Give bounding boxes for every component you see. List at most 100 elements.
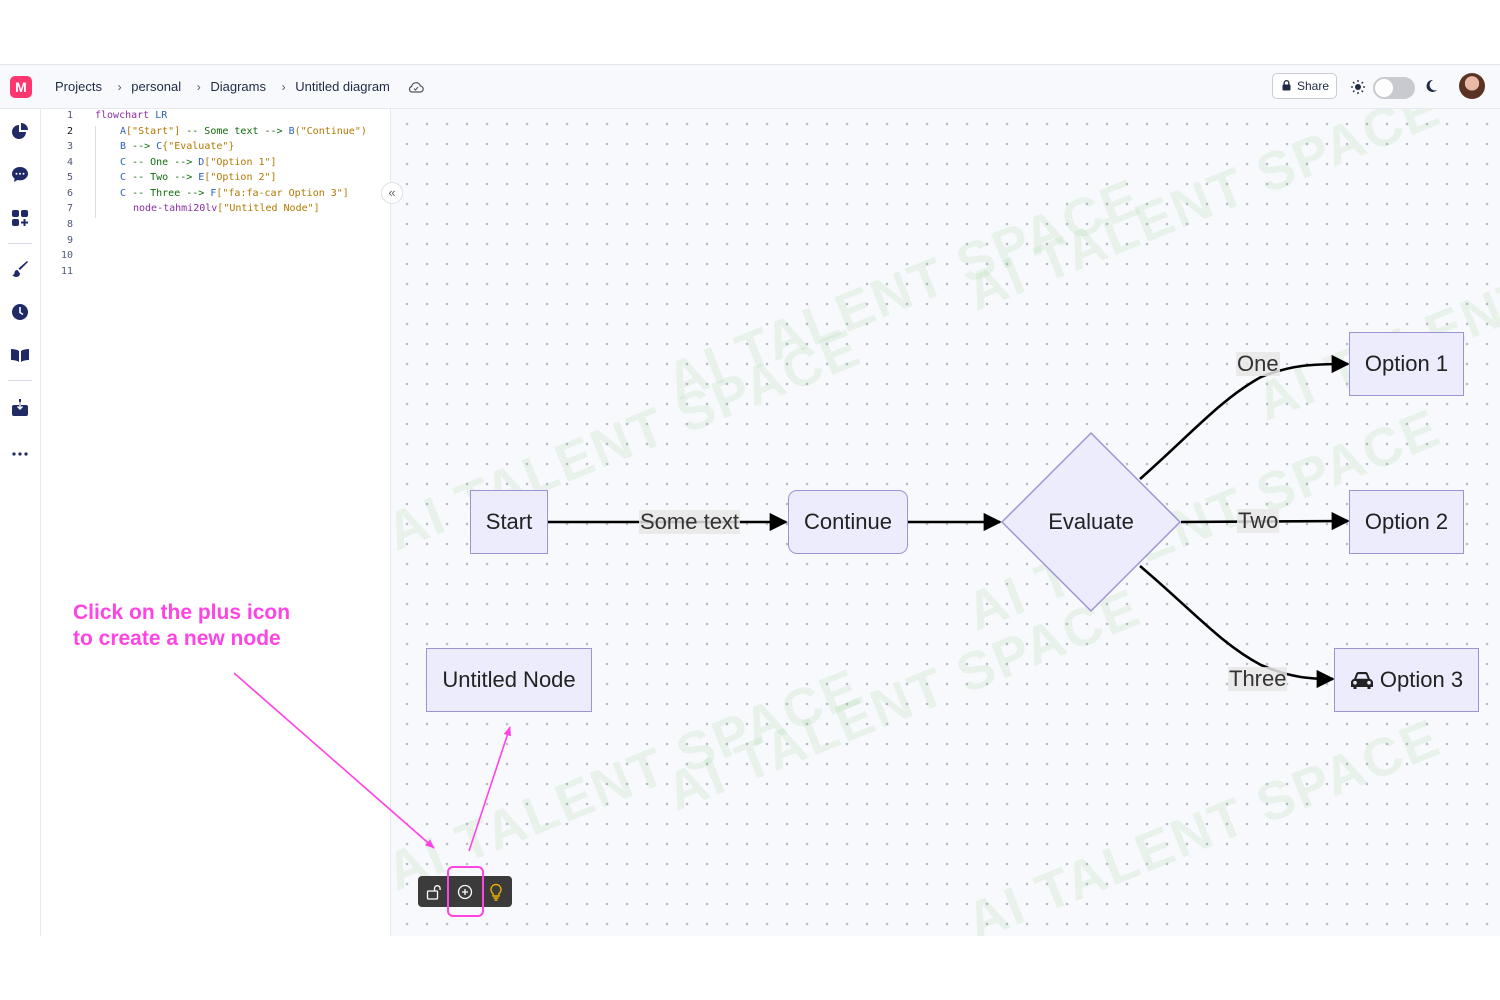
code-token: ["Option 1"]	[204, 157, 277, 168]
node-evaluate-label: Evaluate	[1048, 509, 1134, 534]
breadcrumb-diagrams[interactable]: Diagrams	[210, 79, 266, 94]
plus-circle-icon	[457, 884, 472, 899]
code-token: C	[120, 172, 127, 183]
code-token: E	[198, 172, 205, 183]
edge-label-one[interactable]: One	[1236, 351, 1280, 376]
pie-chart-icon[interactable]	[10, 122, 30, 142]
share-label: Share	[1297, 79, 1330, 93]
breadcrumb-projects[interactable]: Projects	[55, 79, 102, 94]
line-number: 9	[66, 235, 73, 246]
annotation-line-1: Click on the plus icon	[73, 601, 291, 624]
node-untitled[interactable]: Untitled Node	[426, 648, 592, 712]
code-token: C	[120, 188, 127, 199]
code-token: -- Three -->	[126, 188, 211, 199]
toggle-knob	[1375, 79, 1393, 97]
code-token: flowchart	[95, 110, 150, 121]
line-number: 6	[66, 188, 73, 199]
code-line-3: B --> C{"Evaluate"}	[120, 141, 234, 152]
line-number: 2	[66, 126, 73, 137]
clock-icon[interactable]	[10, 302, 30, 322]
diagram-canvas[interactable]: AI TALENT SPACE AI TALENT SPACE AI TALEN…	[391, 109, 1500, 936]
car-icon	[1350, 672, 1373, 689]
add-node-button[interactable]	[449, 876, 480, 907]
code-token: -->	[126, 141, 157, 152]
code-token: -- Two -->	[126, 172, 199, 183]
code-line-1: flowchart LR	[95, 110, 167, 121]
avatar[interactable]	[1459, 73, 1485, 99]
annotation-line-2: to create a new node	[73, 627, 281, 650]
edge-label-three[interactable]: Three	[1228, 666, 1288, 691]
highlight-box	[447, 866, 484, 917]
code-token: F	[210, 188, 217, 199]
node-option-2[interactable]: Option 2	[1349, 490, 1464, 554]
code-token: ("Continue")	[294, 126, 367, 137]
code-token: ["Start"]	[126, 126, 181, 137]
breadcrumb-personal[interactable]: personal	[131, 79, 182, 94]
book-icon[interactable]	[10, 345, 30, 365]
line-number: 10	[60, 250, 73, 261]
code-token: node-tahmi20lv	[133, 203, 218, 214]
cloud-sync-icon	[408, 81, 424, 96]
code-line-7: node-tahmi20lv["Untitled Node"]	[133, 203, 320, 214]
edge-evaluate-option3[interactable]	[1139, 565, 1335, 689]
line-number: 3	[66, 141, 73, 152]
edge-label-some-text[interactable]: Some text	[639, 509, 741, 534]
code-token: ["Untitled Node"]	[217, 203, 320, 214]
code-token: ["fa:fa-car Option 3"]	[216, 188, 349, 199]
sun-icon	[1351, 80, 1365, 94]
diagram-edges	[548, 354, 1350, 689]
mermaid-logo-icon[interactable]: M	[10, 76, 32, 98]
code-token: C	[156, 141, 163, 152]
suggestion-button[interactable]	[480, 876, 511, 907]
code-line-5: C -- Two --> E["Option 2"]	[120, 172, 277, 183]
node-start[interactable]: Start	[470, 490, 548, 554]
code-token: C	[120, 157, 127, 168]
more-icon[interactable]	[10, 444, 30, 464]
code-token: A	[120, 126, 127, 137]
code-token: -- Some text -->	[180, 126, 289, 137]
code-token: {"Evaluate"}	[162, 141, 235, 152]
node-continue[interactable]: Continue	[788, 490, 908, 554]
code-token: -- One -->	[126, 157, 199, 168]
code-token: B	[120, 141, 127, 152]
download-icon[interactable]	[10, 398, 30, 418]
lock-icon	[1282, 80, 1291, 91]
chevron-right-icon: ›	[281, 80, 286, 94]
sidebar-divider	[8, 380, 32, 381]
chevron-right-icon: ›	[196, 80, 201, 94]
code-token: ["Option 2"]	[204, 172, 277, 183]
node-evaluate-shape[interactable]	[1000, 431, 1182, 613]
code-token: LR	[149, 110, 168, 121]
tutorial-annotation: Click on the plus icon to create a new n…	[73, 600, 290, 652]
line-number: 7	[66, 203, 73, 214]
line-number: 5	[66, 172, 73, 183]
sidebar-divider	[8, 243, 32, 244]
edge-label-two[interactable]: Two	[1237, 508, 1280, 533]
line-number: 11	[60, 266, 73, 277]
chevron-right-icon: ›	[117, 80, 122, 94]
code-token: B	[288, 126, 295, 137]
sidebar	[0, 109, 41, 936]
apps-icon[interactable]	[10, 208, 30, 228]
edge-evaluate-option1[interactable]	[1139, 354, 1350, 480]
moon-icon	[1426, 79, 1437, 92]
share-button[interactable]: Share	[1272, 73, 1337, 99]
node-option-3-label: Option 3	[1379, 667, 1464, 692]
code-line-4: C -- One --> D["Option 1"]	[120, 157, 277, 168]
chat-icon[interactable]	[10, 165, 30, 185]
unlock-button[interactable]	[418, 876, 449, 907]
double-chevron-left-icon[interactable]: «	[381, 182, 403, 204]
code-line-2: A["Start"] -- Some text --> B("Continue"…	[120, 126, 367, 137]
breadcrumb-diagram-title[interactable]: Untitled diagram	[295, 79, 390, 94]
top-bar: M Projects › personal › Diagrams › Untit…	[0, 65, 1500, 109]
line-number: 8	[66, 219, 73, 230]
breadcrumb: Projects › personal › Diagrams › Untitle…	[55, 79, 424, 96]
app-window: M Projects › personal › Diagrams › Untit…	[0, 64, 1500, 936]
code-editor[interactable]: 1 2 3 4 5 6 7 8 9 10 11 flowchart LR A["…	[41, 109, 391, 936]
brush-icon[interactable]	[10, 259, 30, 279]
unlock-icon	[426, 884, 441, 900]
indent-guide	[95, 126, 96, 218]
node-option-3[interactable]: Option 3	[1334, 648, 1479, 712]
node-option-1[interactable]: Option 1	[1349, 332, 1464, 396]
theme-toggle[interactable]	[1373, 77, 1415, 99]
